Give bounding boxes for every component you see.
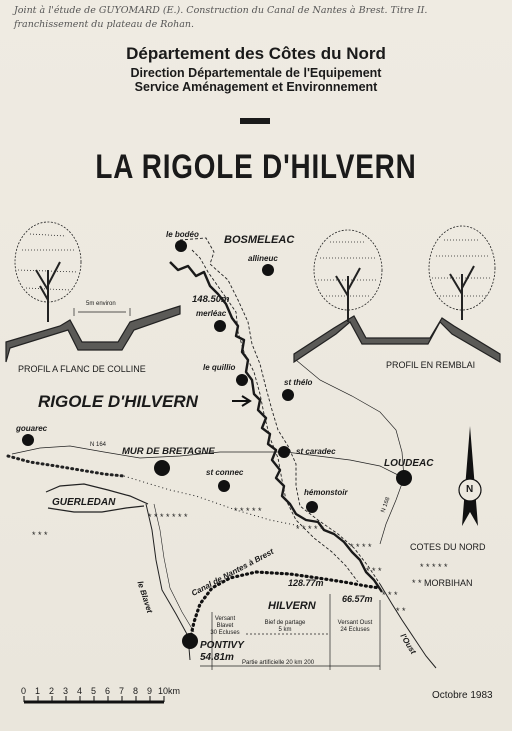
header-department: Département des Côtes du Nord — [126, 44, 386, 63]
bief-line1: Bief de partage — [264, 620, 306, 626]
label-allineuc: allineuc — [248, 254, 278, 263]
profile-width-label: 5m environ — [86, 301, 116, 307]
title-separator-bar — [240, 118, 270, 124]
label-hilvern: HILVERN — [268, 600, 316, 612]
svg-text:* * *: * * * — [32, 530, 48, 540]
city-dot-st-thelo — [282, 389, 294, 401]
altitude-128: 128.77m — [288, 578, 324, 588]
scale-bar — [23, 696, 165, 704]
scale-tick: 8 — [133, 686, 139, 696]
svg-text:* * * *: * * * * — [350, 542, 372, 552]
profile-embankment — [293, 315, 501, 364]
scale-tick: 10km — [158, 686, 181, 696]
canal-nantes-brest — [188, 570, 382, 642]
scale-tick: 4 — [77, 686, 83, 696]
versant-oust-line1: Versant Oust — [337, 620, 373, 626]
profile-right-caption: PROFIL EN REMBLAI — [386, 360, 476, 370]
scale-tick: 7 — [119, 686, 125, 696]
label-n164: N 164 — [90, 442, 107, 448]
svg-text:* * * * *: * * * * * — [420, 562, 448, 572]
label-mur-de-bretagne: MUR DE BRETAGNE — [122, 446, 215, 457]
label-st-caradec: st caradec — [296, 447, 336, 456]
scale-tick: 9 — [147, 686, 153, 696]
svg-text:* *: * * — [396, 606, 406, 616]
rigole-arrow — [232, 395, 252, 407]
handwritten-note: Joint à l'étude de GUYOMARD (E.). Constr… — [14, 5, 428, 30]
label-st-connec: st connec — [206, 468, 244, 477]
city-dot-st-caradec — [278, 446, 290, 458]
bief-line2: 5 km — [278, 627, 292, 633]
svg-text:* * *: * * * — [382, 590, 398, 600]
city-markers — [22, 240, 412, 649]
svg-text:* * *: * * * — [366, 566, 382, 576]
label-hemonstoir: hémonstoir — [304, 488, 348, 497]
canal-west — [6, 454, 301, 527]
header-direction: Direction Départementale de l'Equipement — [130, 66, 382, 80]
label-bief: Bief de partage 5 km — [250, 620, 320, 634]
tree-icon-left — [14, 221, 82, 322]
city-dot-mur — [154, 460, 170, 476]
compass-n-label: N — [466, 484, 474, 495]
label-partie-artificielle: Partie artificielle 20 km 200 — [242, 660, 315, 666]
label-st-thelo: st thélo — [284, 378, 313, 387]
city-dot-merleac — [214, 320, 226, 332]
city-dot-st-connec — [218, 480, 230, 492]
profile-lines — [200, 594, 381, 670]
label-rigole-hilvern: RIGOLE D'HILVERN — [38, 392, 198, 411]
svg-text:* * * * * * *: * * * * * * * — [148, 512, 188, 522]
label-bosmeleac: BOSMELEAC — [224, 234, 295, 246]
altitude-54: 54.81m — [200, 652, 234, 663]
label-pontivy: PONTIVY — [200, 640, 244, 651]
scale-tick: 6 — [105, 686, 111, 696]
label-versant-oust: Versant Oust 24 Ecluses — [332, 620, 378, 634]
label-le-quillio: le quillio — [203, 363, 236, 372]
scale-tick: 3 — [63, 686, 69, 696]
city-dot-allineuc — [262, 264, 274, 276]
label-merleac: merléac — [196, 309, 227, 318]
compass-icon — [458, 426, 482, 526]
svg-text:* *: * * — [412, 578, 422, 588]
city-dot-hemonstoir — [306, 501, 318, 513]
label-guerledan: GUERLEDAN — [52, 497, 116, 508]
profile-left-caption: PROFIL A FLANC DE COLLINE — [18, 364, 146, 374]
profile-hillside — [5, 305, 181, 363]
scale-tick: 5 — [91, 686, 97, 696]
tree-icon-middle — [313, 229, 383, 322]
versant-blavet-line2: Blavet — [216, 623, 234, 629]
rigole-corridor — [179, 237, 381, 585]
city-dot-le-quillio — [236, 374, 248, 386]
date-label: Octobre 1983 — [432, 690, 493, 701]
city-dot-loudeac — [396, 470, 412, 486]
svg-text:* * * * *: * * * * * — [296, 524, 324, 534]
label-morbihan: MORBIHAN — [424, 578, 473, 588]
river-oust — [379, 583, 437, 669]
svg-text:* * * * *: * * * * * — [234, 506, 262, 516]
header-service: Service Aménagement et Environnement — [134, 80, 378, 94]
altitude-66: 66.57m — [342, 594, 373, 604]
label-cotes-du-nord: COTES DU NORD — [410, 542, 486, 552]
tree-icon-right — [428, 225, 496, 320]
city-dot-gouarec — [22, 434, 34, 446]
label-gouarec: gouarec — [16, 424, 48, 433]
road-n164 — [11, 445, 405, 479]
versant-blavet-line1: Versant — [214, 616, 236, 622]
versant-blavet-line3: 30 Ecluses — [210, 630, 240, 636]
label-versant-blavet: Versant Blavet 30 Ecluses — [208, 616, 242, 637]
scale-tick: 1 — [35, 686, 41, 696]
scale-tick: 0 — [21, 686, 27, 696]
road-n168 — [295, 359, 405, 545]
scale-tick: 2 — [49, 686, 55, 696]
label-le-bodeo: le bodéo — [166, 230, 199, 239]
rigole-channel — [169, 261, 383, 593]
page-title: LA RIGOLE D'HILVERN — [95, 148, 417, 186]
department-boundary: * * * * * * * * * * * * * * * * * * * * … — [32, 506, 448, 616]
label-loudeac: LOUDEAC — [384, 458, 434, 469]
city-dot-pontivy — [182, 633, 198, 649]
city-dot-le-bodeo — [175, 240, 187, 252]
altitude-148: 148.50m — [192, 294, 230, 305]
versant-oust-line2: 24 Ecluses — [340, 627, 370, 633]
